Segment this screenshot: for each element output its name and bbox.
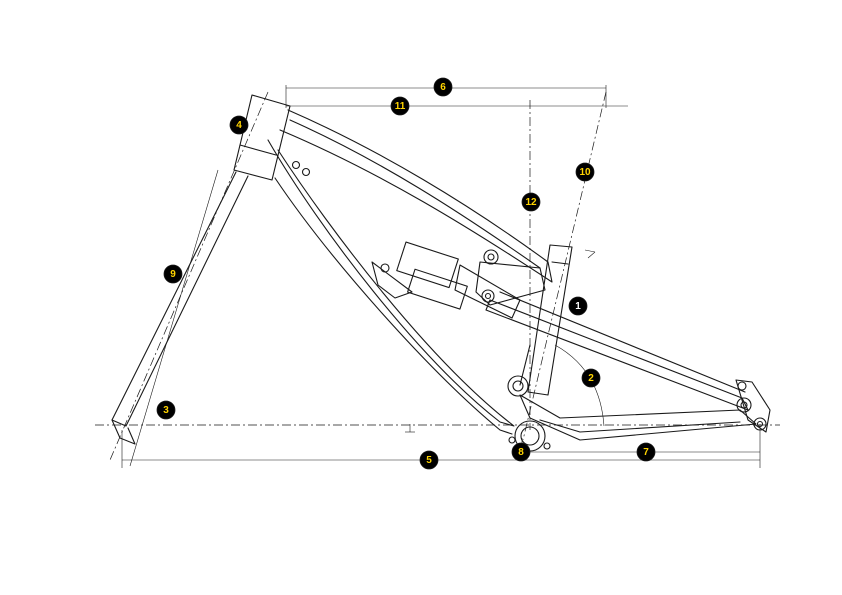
marker-11: 11 xyxy=(390,96,410,116)
marker-label: 8 xyxy=(518,447,524,458)
marker-label: 10 xyxy=(579,167,591,178)
marker-6: 6 xyxy=(433,77,453,97)
marker-12: 12 xyxy=(521,192,541,212)
marker-circle xyxy=(433,77,453,97)
marker-label: 7 xyxy=(643,447,649,458)
chain-stay xyxy=(519,394,757,441)
marker-circle xyxy=(511,442,531,462)
marker-circle xyxy=(521,192,541,212)
marker-circle xyxy=(419,450,439,470)
down-tube xyxy=(267,139,515,427)
marker-label: 1 xyxy=(575,301,581,312)
marker-4: 4 xyxy=(229,115,249,135)
top-tube xyxy=(279,109,553,283)
marker-circle xyxy=(390,96,410,116)
marker-10: 10 xyxy=(575,162,595,182)
seat-tube xyxy=(527,244,573,396)
seat-stay xyxy=(485,299,749,411)
dimension-lines xyxy=(121,85,761,468)
marker-5: 5 xyxy=(419,450,439,470)
rear-dropout xyxy=(735,379,771,433)
marker-1: 1 xyxy=(568,296,588,316)
marker-label: 12 xyxy=(525,197,537,208)
frame xyxy=(111,94,771,452)
marker-label: 11 xyxy=(395,101,406,112)
marker-7: 7 xyxy=(636,442,656,462)
rear-shock xyxy=(371,241,521,319)
marker-label: 2 xyxy=(588,373,594,384)
marker-9: 9 xyxy=(163,264,183,284)
marker-circle xyxy=(156,400,176,420)
marker-label: 4 xyxy=(236,120,242,131)
marker-label: 5 xyxy=(426,455,432,466)
marker-3: 3 xyxy=(156,400,176,420)
marker-2: 2 xyxy=(581,368,601,388)
marker-circle xyxy=(568,296,588,316)
marker-circle xyxy=(575,162,595,182)
marker-label: 9 xyxy=(170,269,176,280)
marker-circle xyxy=(581,368,601,388)
marker-circle xyxy=(636,442,656,462)
marker-label: 3 xyxy=(163,405,169,416)
marker-label: 6 xyxy=(440,82,446,93)
marker-circle xyxy=(163,264,183,284)
marker-circle xyxy=(229,115,249,135)
rocker-link xyxy=(475,261,546,306)
head-tube xyxy=(233,94,291,181)
marker-8: 8 xyxy=(511,442,531,462)
